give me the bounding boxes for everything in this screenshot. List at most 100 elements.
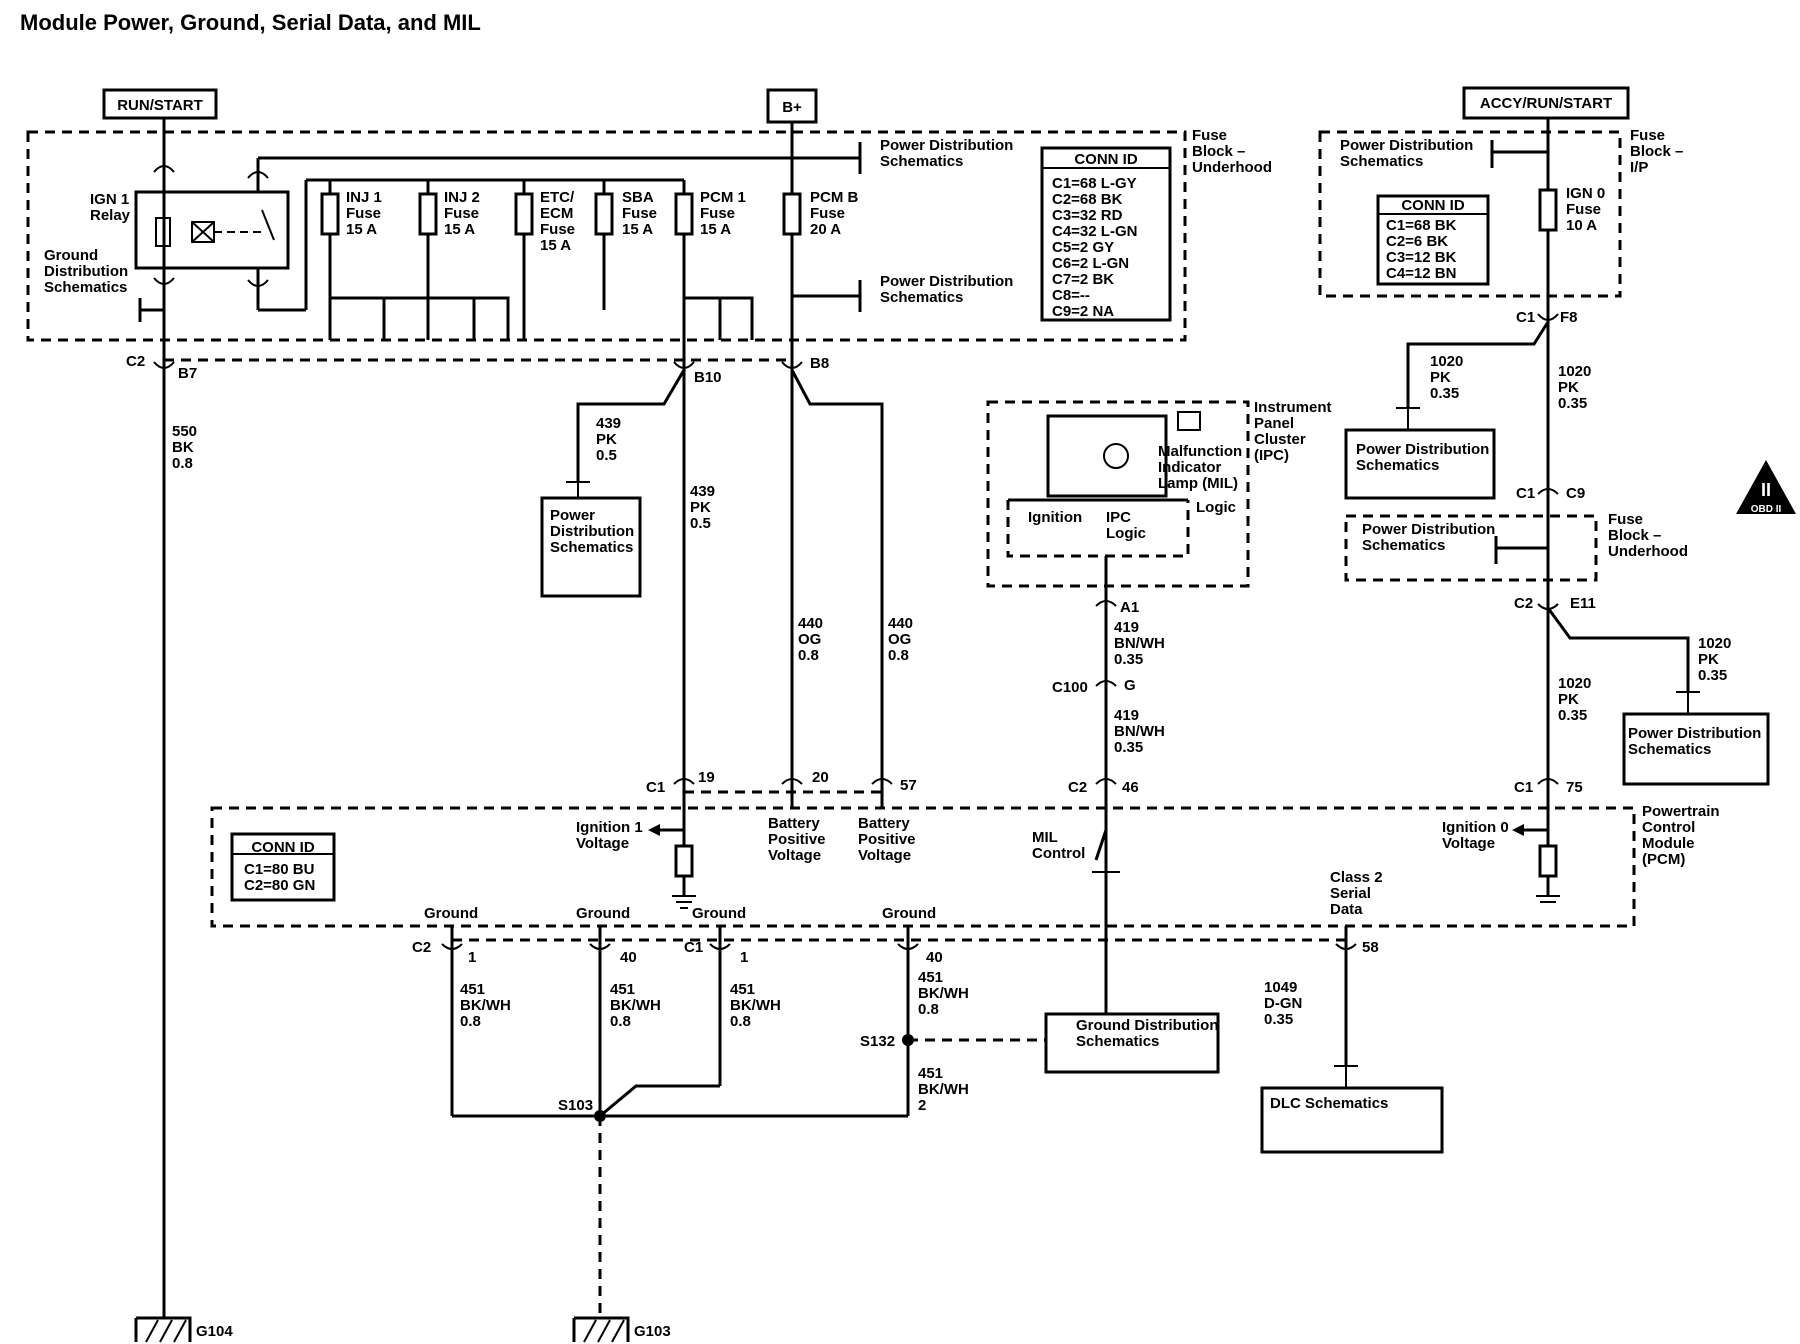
pcm-input-label: Class 2 <box>1330 869 1383 886</box>
fuse-pcm1 <box>674 192 694 236</box>
ground-label: G104 <box>196 1323 233 1340</box>
fuse-sba <box>594 192 614 236</box>
ipc-logic-label: Logic <box>1106 525 1146 542</box>
power-ref-label: Schematics <box>880 289 963 306</box>
fuse-inj2 <box>418 192 438 236</box>
fuse-ign0 <box>1538 188 1558 232</box>
fuse-block-ip-label: I/P <box>1630 159 1648 176</box>
page-title: Module Power, Ground, Serial Data, and M… <box>20 10 481 35</box>
ipc-logic-label: IPC <box>1106 509 1131 526</box>
pcm-input-label: Voltage <box>1442 835 1495 852</box>
fuse-block-label: Underhood <box>1192 159 1272 176</box>
conn-id-row: C4=12 BN <box>1386 265 1456 282</box>
ref-label: Power Distribution <box>1628 725 1761 742</box>
fuse-label: ECM <box>540 205 573 222</box>
ground-ref-label: Distribution <box>44 263 128 280</box>
conn-id-pcm <box>230 832 336 902</box>
run-start-label: RUN/START <box>117 97 203 114</box>
pin-label: C1 <box>646 779 665 796</box>
fuse-etc-ecm <box>514 192 534 236</box>
fuse-label: 15 A <box>444 221 475 238</box>
wire-label: 550 <box>172 423 197 440</box>
conn-id-row: C9=2 NA <box>1052 303 1114 320</box>
wire-label: 439 <box>690 483 715 500</box>
wire-label: PK <box>596 431 617 448</box>
wire-label: PK <box>690 499 711 516</box>
ground-label: G103 <box>634 1323 671 1340</box>
dlc-ref-box <box>1260 1086 1444 1154</box>
ipc-label: Cluster <box>1254 431 1306 448</box>
pin-label: C1 <box>684 939 703 956</box>
pin-label: C2 <box>126 353 145 370</box>
pin-label: C2 <box>412 939 431 956</box>
pin-label: 46 <box>1122 779 1139 796</box>
ref-label: Schematics <box>1362 537 1445 554</box>
obd-ii-badge <box>1736 460 1796 514</box>
pin-label: C100 <box>1052 679 1088 696</box>
mil-label: Malfunction <box>1158 443 1242 460</box>
pcm-label: Control <box>1642 819 1695 836</box>
obd-badge-text: OBD II <box>1751 504 1782 515</box>
wire-label: OG <box>888 631 911 648</box>
conn-id-row: C8=-- <box>1052 287 1090 304</box>
pcm-input-label: Ignition 1 <box>576 819 643 836</box>
fuse-label: 15 A <box>700 221 731 238</box>
wire-label: 0.5 <box>596 447 617 464</box>
power-ref-label: Schematics <box>880 153 963 170</box>
conn-id-row: C4=32 L-GN <box>1052 223 1137 240</box>
ref-label: Power <box>550 507 595 524</box>
ref-label: Power Distribution <box>1356 441 1489 458</box>
fuse-inj1 <box>320 192 340 236</box>
run-start-source <box>102 88 218 120</box>
ground-ref-label: Ground <box>44 247 98 264</box>
fuse-label: SBA <box>622 189 654 206</box>
fuse-block-ip-boundary <box>1318 130 1622 298</box>
wire-label: BN/WH <box>1114 723 1165 740</box>
pin-label: 1 <box>468 949 476 966</box>
wire-label: BK <box>172 439 194 456</box>
wire-label: BK/WH <box>918 1081 969 1098</box>
pcm-label: Powertrain <box>1642 803 1720 820</box>
fuse-label: Fuse <box>444 205 479 222</box>
wire-label: BK/WH <box>460 997 511 1014</box>
wire-label: PK <box>1430 369 1451 386</box>
ref-label: Schematics <box>1356 457 1439 474</box>
power-dist-ref-box <box>540 496 642 598</box>
obd-badge-symbol: II <box>1761 480 1771 500</box>
pcm-ground-label: Ground <box>576 905 630 922</box>
pcm-input-label: Positive <box>768 831 826 848</box>
wire-label: 419 <box>1114 707 1139 724</box>
accy-run-start-label: ACCY/RUN/START <box>1480 95 1612 112</box>
wire-label: 0.35 <box>1114 739 1143 756</box>
relay-label: IGN 1 <box>90 191 129 208</box>
fuse-label: INJ 1 <box>346 189 382 206</box>
wire-label: BK/WH <box>918 985 969 1002</box>
pcm-input-label: Control <box>1032 845 1085 862</box>
conn-id-row: C5=2 GY <box>1052 239 1114 256</box>
fuse-label: Fuse <box>346 205 381 222</box>
pcm-input-label: Voltage <box>576 835 629 852</box>
pcm-input-label: Serial <box>1330 885 1371 902</box>
wire-label: 0.8 <box>730 1013 751 1030</box>
wire-label: 439 <box>596 415 621 432</box>
pin-label: 20 <box>812 769 829 786</box>
fuse-label: INJ 2 <box>444 189 480 206</box>
fuse-label: 15 A <box>622 221 653 238</box>
fuse-label: 10 A <box>1566 217 1597 234</box>
power-dist-ref-box <box>1344 428 1496 500</box>
wire-label: 0.8 <box>172 455 193 472</box>
power-ref-label: Power Distribution <box>880 273 1013 290</box>
fuse-label: PCM B <box>810 189 859 206</box>
wire-label: 0.8 <box>798 647 819 664</box>
ipc-boundary <box>986 400 1250 588</box>
ref-label: Schematics <box>1076 1033 1159 1050</box>
wire-label: BK/WH <box>610 997 661 1014</box>
wire-label: 440 <box>798 615 823 632</box>
wire-label: PK <box>1558 691 1579 708</box>
wire-label: 0.5 <box>690 515 711 532</box>
wire-label: 451 <box>918 1065 943 1082</box>
wire-label: PK <box>1698 651 1719 668</box>
fuse-block-label: Fuse <box>1192 127 1227 144</box>
wire-label: 0.35 <box>1558 707 1587 724</box>
ipc-label: Instrument <box>1254 399 1332 416</box>
